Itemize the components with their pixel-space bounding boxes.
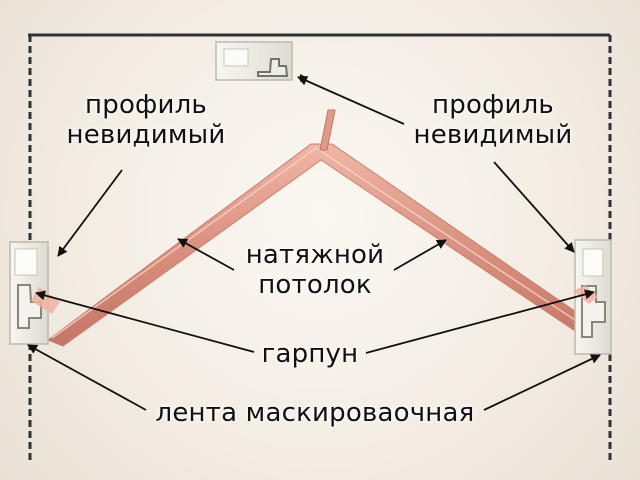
arrow-tape-left xyxy=(27,344,147,411)
arrow-profile-right xyxy=(493,161,575,253)
label-profile-right-line2: невидимый xyxy=(413,120,573,150)
arrow-harpoon-left xyxy=(35,290,255,353)
top-profile xyxy=(215,41,308,82)
label-stretch-ceiling-line2: потолок xyxy=(258,270,372,300)
label-stretch-ceiling-line1: натяжной xyxy=(245,240,385,270)
arrow-ceiling-left xyxy=(177,238,235,271)
arrow-top-profile xyxy=(297,76,405,125)
label-harpoon: гарпун xyxy=(261,339,359,369)
label-profile-left-line2: невидимый xyxy=(66,120,226,150)
left-profile xyxy=(9,241,60,345)
label-masking-tape: лента маскироваочная xyxy=(155,398,475,428)
arrow-tape-right xyxy=(483,354,601,411)
arrow-ceiling-right xyxy=(393,239,447,271)
arrow-harpoon-right xyxy=(365,289,595,354)
label-profile-right-line1: профиль xyxy=(432,90,554,120)
arrow-profile-left xyxy=(57,169,123,257)
label-stretch-ceiling: натяжной потолок xyxy=(236,240,394,300)
label-profile-right: профиль невидимый xyxy=(407,90,579,150)
label-profile-left-line1: профиль xyxy=(85,90,207,120)
label-profile-left: профиль невидимый xyxy=(66,90,226,150)
arrows-layer xyxy=(27,76,601,411)
